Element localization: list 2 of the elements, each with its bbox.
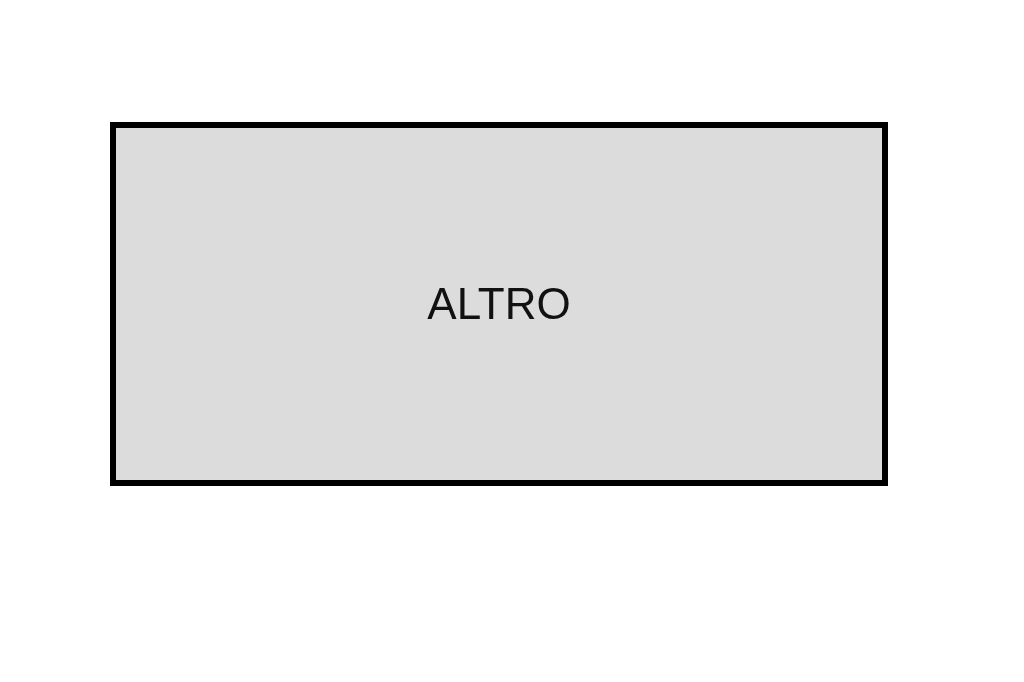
box-label: ALTRO bbox=[427, 279, 571, 329]
process-box bbox=[110, 122, 888, 486]
